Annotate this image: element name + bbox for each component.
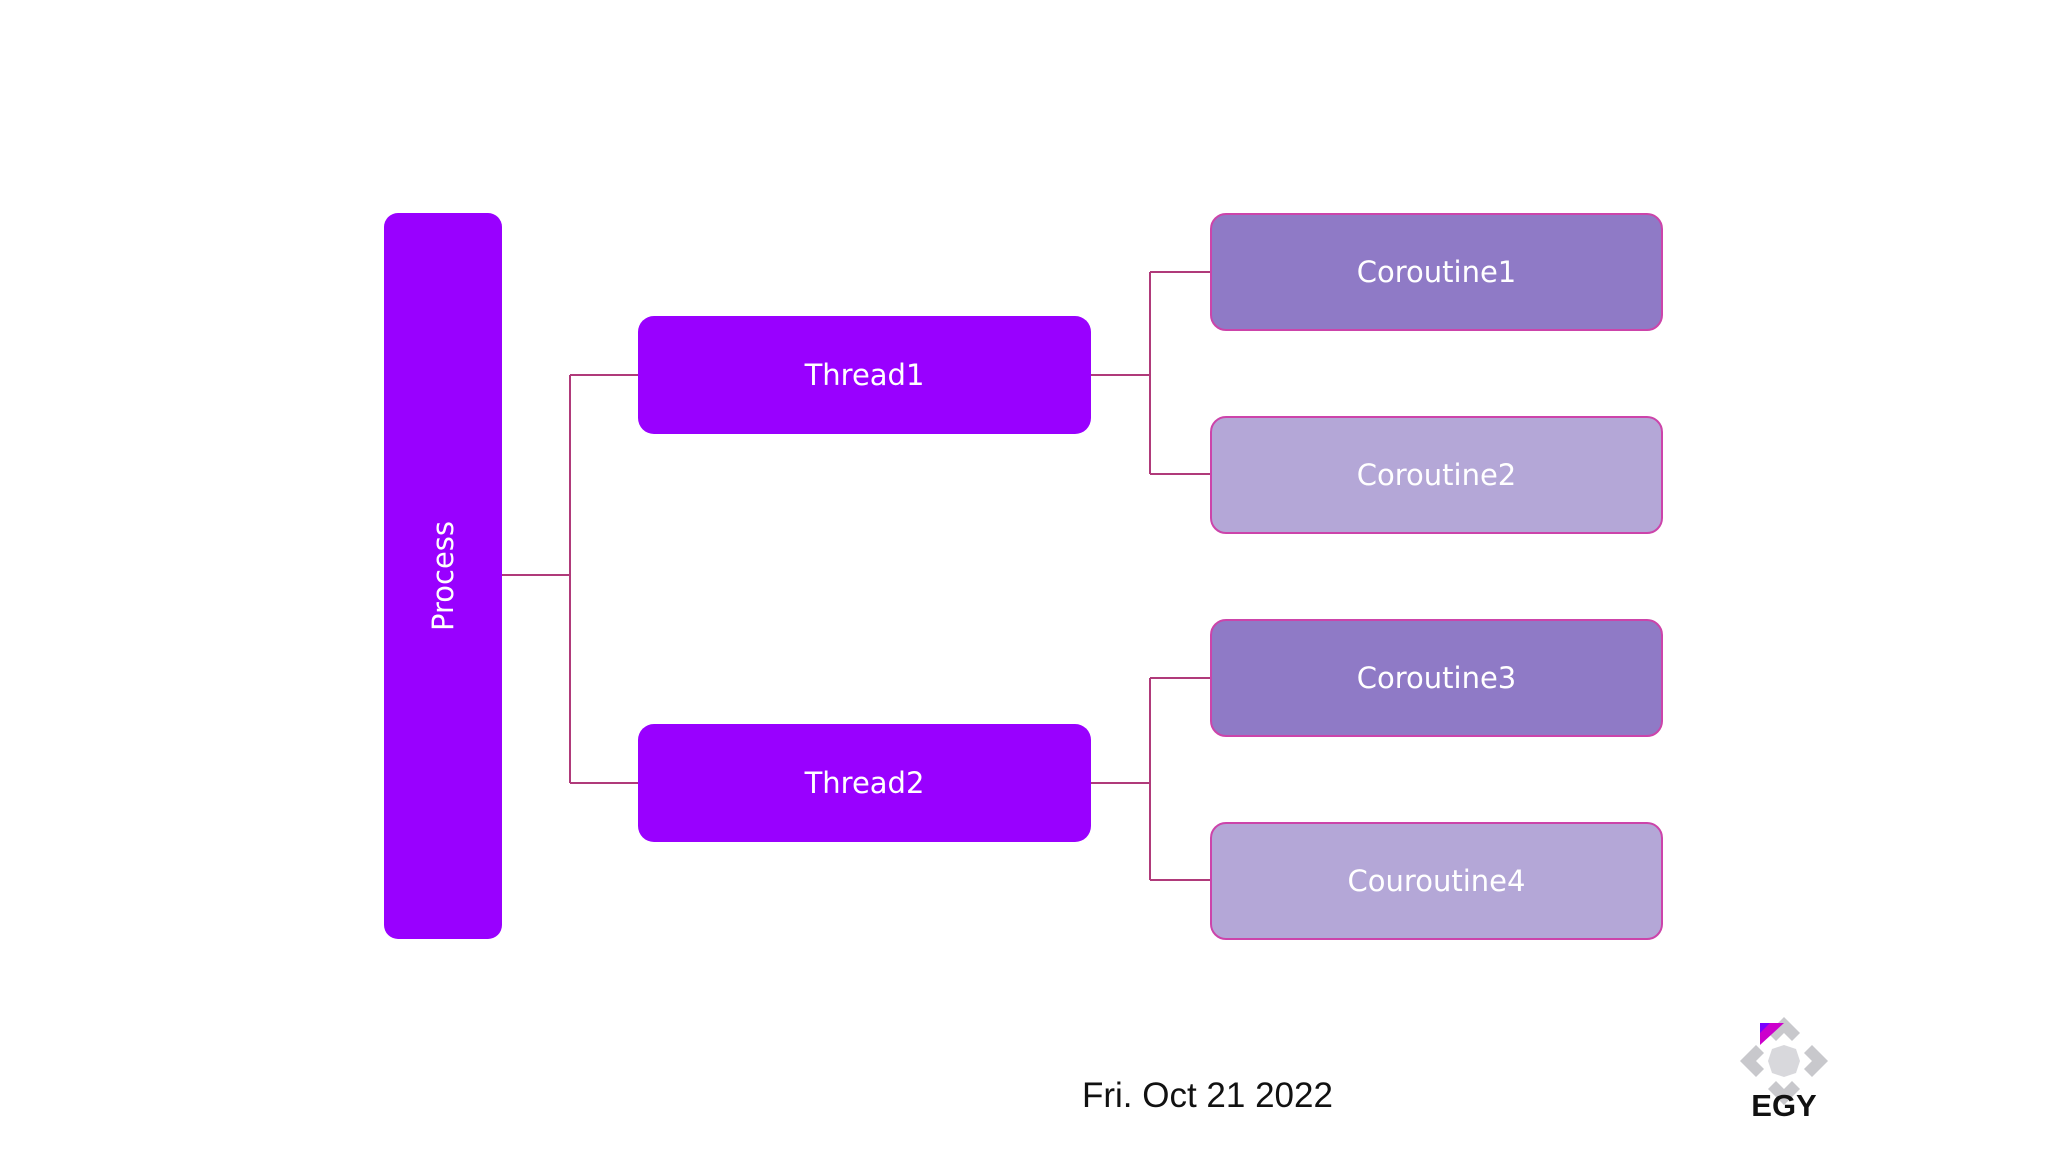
process-node: Process	[384, 213, 502, 939]
egy-logo-icon	[1740, 1017, 1828, 1105]
coroutine2-label: Coroutine2	[1356, 458, 1517, 492]
thread2-label: Thread2	[804, 766, 925, 800]
process-label: Process	[425, 520, 460, 632]
connector-process-threads	[502, 374, 638, 784]
footer-date: Fri. Oct 21 2022	[1082, 1076, 1333, 1115]
connector-thread1-coroutines	[1091, 271, 1210, 475]
connector-thread2-coroutines	[1091, 677, 1210, 881]
logo-text: EGY	[1751, 1088, 1817, 1123]
coroutine2-node: Coroutine2	[1210, 416, 1663, 534]
thread2-node: Thread2	[638, 724, 1091, 842]
coroutine4-label: Couroutine4	[1347, 864, 1526, 898]
thread1-node: Thread1	[638, 316, 1091, 434]
coroutine1-label: Coroutine1	[1356, 255, 1517, 289]
coroutine3-label: Coroutine3	[1356, 661, 1517, 695]
thread1-label: Thread1	[804, 358, 925, 392]
coroutine4-node: Couroutine4	[1210, 822, 1663, 940]
coroutine3-node: Coroutine3	[1210, 619, 1663, 737]
coroutine1-node: Coroutine1	[1210, 213, 1663, 331]
